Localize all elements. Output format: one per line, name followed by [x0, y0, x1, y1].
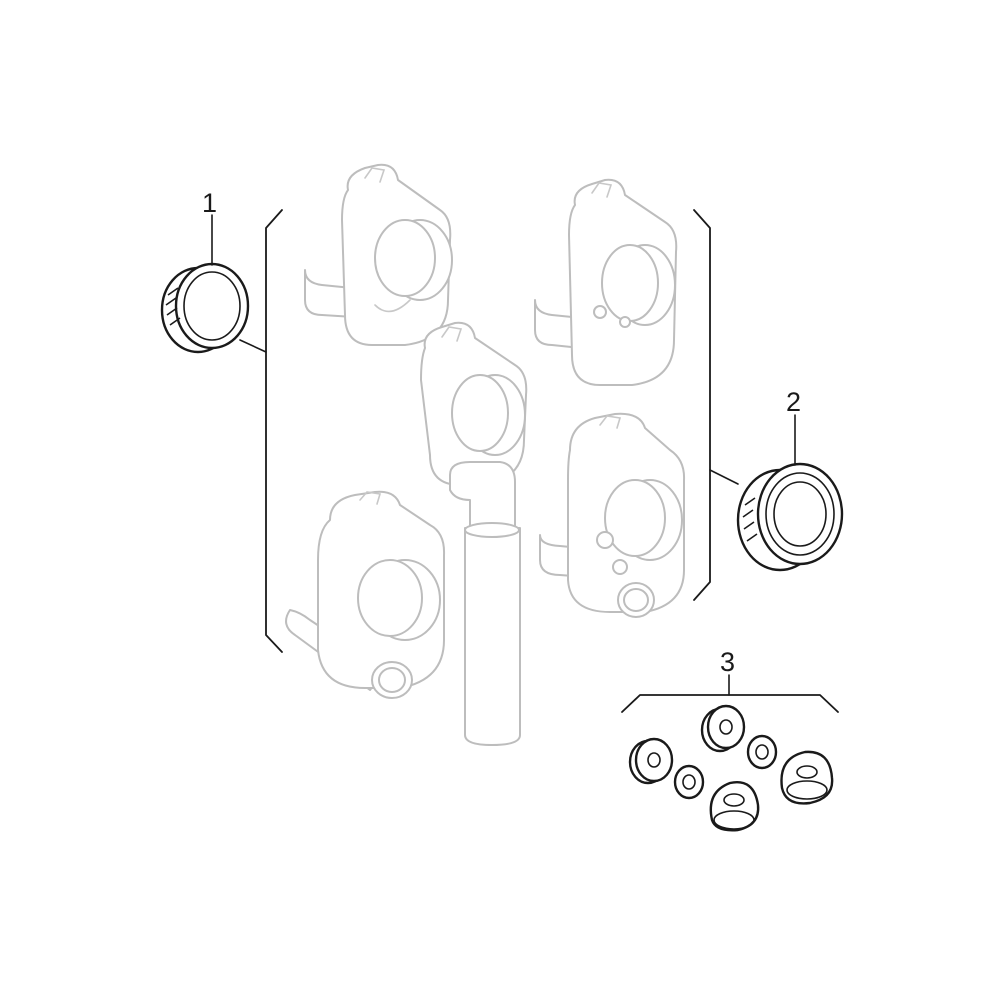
- part-3-bracket: [621, 694, 839, 713]
- part-3-cap-center: [709, 781, 760, 832]
- part-3-washer-top: [700, 704, 746, 753]
- part-2-gasket: [736, 462, 844, 572]
- left-bracket: [265, 209, 283, 653]
- right-bracket: [693, 209, 711, 601]
- callout-2: 2: [786, 387, 801, 417]
- ghost-siphon-top-right: [534, 178, 678, 386]
- ghost-siphon-center: [420, 321, 528, 746]
- part-3-ring-small-1: [673, 764, 705, 800]
- part-3-ring-small-2: [746, 734, 778, 770]
- part-1-seal-ring: [160, 262, 250, 354]
- callout-3: 3: [720, 647, 735, 677]
- ghost-siphon-bottom-right: [539, 412, 686, 618]
- ghost-siphon-bottom-left: [285, 490, 446, 699]
- connector-1: [239, 339, 267, 353]
- part-3-cap-right: [780, 750, 834, 805]
- connector-2: [709, 469, 739, 485]
- callout-1: 1: [202, 188, 217, 218]
- part-3-washer-left: [628, 737, 674, 785]
- ghost-siphon-top-left: [304, 163, 453, 346]
